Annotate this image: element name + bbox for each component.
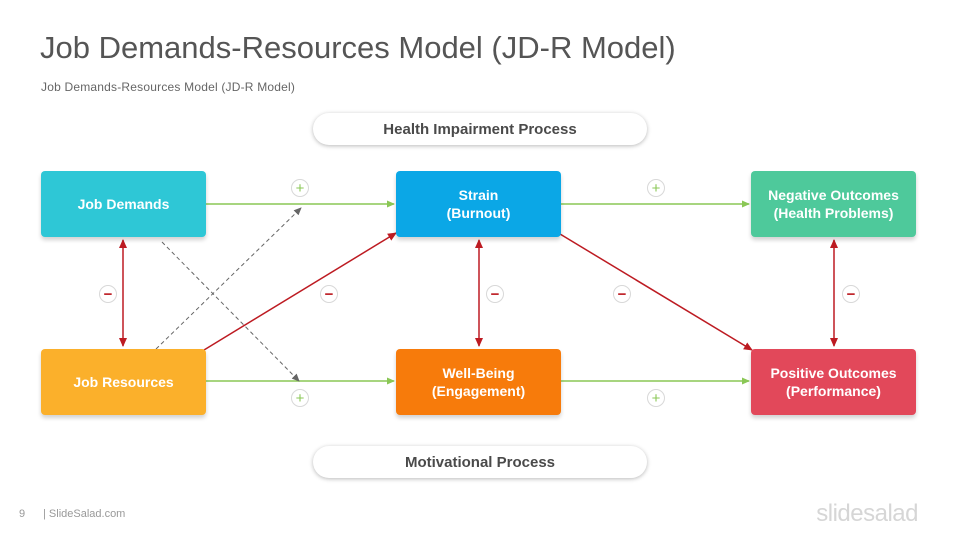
motivational-process-label: Motivational Process bbox=[313, 446, 647, 478]
minus-sign-demands-resources: − bbox=[99, 285, 117, 303]
dashed-arrow-job-demands-to-well-being bbox=[161, 241, 300, 382]
positive-outcomes-box: Positive Outcomes (Performance) bbox=[751, 349, 916, 415]
job-demands-box: Job Demands bbox=[41, 171, 206, 237]
well-being-sublabel: (Engagement) bbox=[431, 383, 526, 399]
job-resources-box: Job Resources bbox=[41, 349, 206, 415]
page-title: Job Demands-Resources Model (JD-R Model) bbox=[40, 30, 676, 65]
arrow-strain-to-positive-outcomes bbox=[559, 233, 753, 351]
page-subtitle: Job Demands-Resources Model (JD-R Model) bbox=[41, 80, 296, 94]
negative-outcomes-box: Negative Outcomes (Health Problems) bbox=[751, 171, 916, 237]
health-impairment-process-label: Health Impairment Process bbox=[313, 113, 647, 145]
svg-text:−: − bbox=[325, 286, 334, 303]
job-demands-label: Job Demands bbox=[77, 196, 170, 212]
svg-text:−: − bbox=[491, 286, 500, 303]
positive-outcomes-sublabel: (Performance) bbox=[786, 383, 881, 399]
job-resources-label: Job Resources bbox=[73, 374, 174, 390]
negative-outcomes-sublabel: (Health Problems) bbox=[773, 205, 894, 221]
minus-sign-negative-positive: − bbox=[842, 285, 860, 303]
well-being-label: Well-Being bbox=[442, 365, 515, 381]
minus-sign-strain-positive: − bbox=[613, 285, 631, 303]
svg-text:−: − bbox=[847, 286, 856, 303]
well-being-box: Well-Being (Engagement) bbox=[396, 349, 561, 415]
plus-sign-resources-wellbeing: + bbox=[291, 389, 309, 407]
minus-sign-strain-wellbeing: − bbox=[486, 285, 504, 303]
strain-box: Strain (Burnout) bbox=[396, 171, 561, 237]
svg-text:+: + bbox=[296, 180, 305, 197]
svg-text:+: + bbox=[652, 180, 661, 197]
plus-sign-demands-strain: + bbox=[291, 179, 309, 197]
positive-outcomes-label: Positive Outcomes bbox=[770, 365, 897, 381]
svg-text:−: − bbox=[104, 286, 113, 303]
plus-sign-strain-negative: + bbox=[647, 179, 665, 197]
arrow-job-resources-to-strain bbox=[203, 232, 397, 351]
minus-sign-resources-strain: − bbox=[320, 285, 338, 303]
strain-sublabel: (Burnout) bbox=[446, 205, 511, 221]
strain-label: Strain bbox=[458, 187, 499, 203]
svg-text:+: + bbox=[652, 390, 661, 407]
svg-text:−: − bbox=[618, 286, 627, 303]
footer-site: | SlideSalad.com bbox=[43, 508, 126, 520]
svg-text:+: + bbox=[296, 390, 305, 407]
slidesalad-logo: slidesalad bbox=[816, 500, 918, 527]
negative-outcomes-label: Negative Outcomes bbox=[768, 187, 899, 203]
page-number: 9 bbox=[19, 508, 26, 520]
dashed-arrow-job-resources-to-strain bbox=[155, 207, 302, 350]
plus-sign-wellbeing-positive: + bbox=[647, 389, 665, 407]
